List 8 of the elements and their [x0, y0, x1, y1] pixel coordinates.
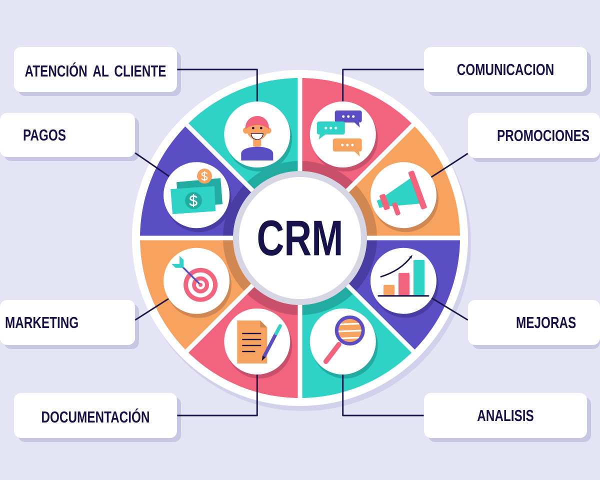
label-box: PROMOCIONES [468, 113, 600, 162]
label-box: ANALISIS [424, 393, 591, 442]
label-box: COMUNICACION [424, 47, 591, 96]
label-box: DOCUMENTACIÓN [14, 393, 181, 442]
label-box: ATENCIÓN AL CLIENTE [14, 47, 181, 96]
label-box: MEJORAS [468, 300, 600, 349]
label-box: MARKETING [0, 300, 139, 349]
label-box: PAGOS [0, 113, 139, 161]
